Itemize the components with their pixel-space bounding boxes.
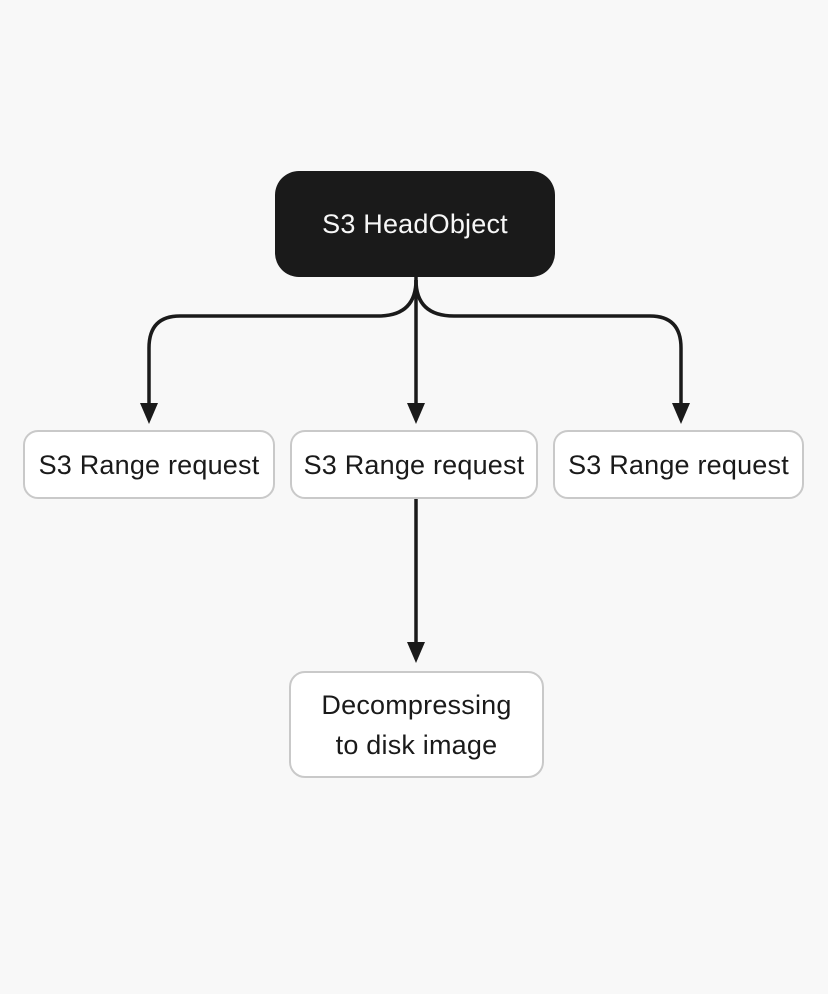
node-s3-range-request-middle: S3 Range request <box>290 430 538 499</box>
arrow-root-to-child-left <box>147 279 418 407</box>
arrow-head <box>140 403 158 424</box>
arrow-head <box>407 642 425 663</box>
node-s3-range-request-middle-label: S3 Range request <box>303 449 525 480</box>
node-s3-headobject: S3 HeadObject <box>275 171 555 277</box>
node-decompressing-to-disk-image: Decompressing to disk image <box>289 671 544 778</box>
node-decompressing-label-line1: Decompressing <box>321 689 512 720</box>
node-s3-range-request-left-label: S3 Range request <box>38 449 260 480</box>
node-s3-range-request-right: S3 Range request <box>553 430 804 499</box>
arrow-root-to-child-right <box>414 279 683 407</box>
node-s3-range-request-right-label: S3 Range request <box>568 449 789 480</box>
node-s3-range-request-left: S3 Range request <box>23 430 275 499</box>
arrow-head <box>407 403 425 424</box>
arrow-head <box>672 403 690 424</box>
node-s3-headobject-label: S3 HeadObject <box>322 209 508 239</box>
node-decompressing-label-line2: to disk image <box>335 729 498 760</box>
